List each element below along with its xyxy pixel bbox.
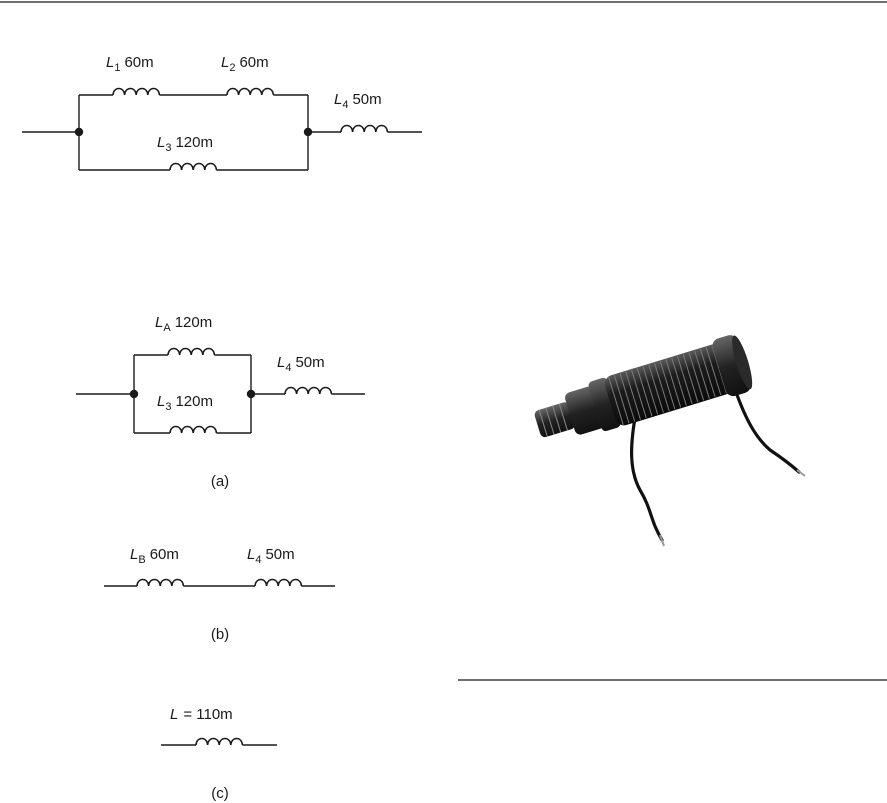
inductor-l: [195, 737, 244, 746]
inductor-la: [167, 347, 216, 356]
inductor-l4: [284, 386, 333, 395]
inductor-coil-photo: [534, 335, 806, 547]
circuit-c: L= 110m (c): [161, 706, 277, 802]
inductor-l4: [340, 124, 389, 133]
junction-node: [246, 389, 256, 399]
junction-node: [303, 127, 313, 137]
caption-c: (c): [211, 785, 229, 802]
inductor-lb: [136, 578, 185, 587]
junction-node: [129, 389, 139, 399]
inductor-l3: [169, 162, 218, 171]
inductor-l2: [226, 87, 275, 96]
inductor-l1: [112, 87, 161, 96]
inductor-l3: [169, 425, 218, 434]
label-l-total: L= 110m: [170, 706, 233, 723]
caption-a: (a): [211, 473, 229, 490]
caption-b: (b): [211, 626, 229, 643]
inductor-l4: [254, 578, 303, 587]
junction-node: [74, 127, 84, 137]
